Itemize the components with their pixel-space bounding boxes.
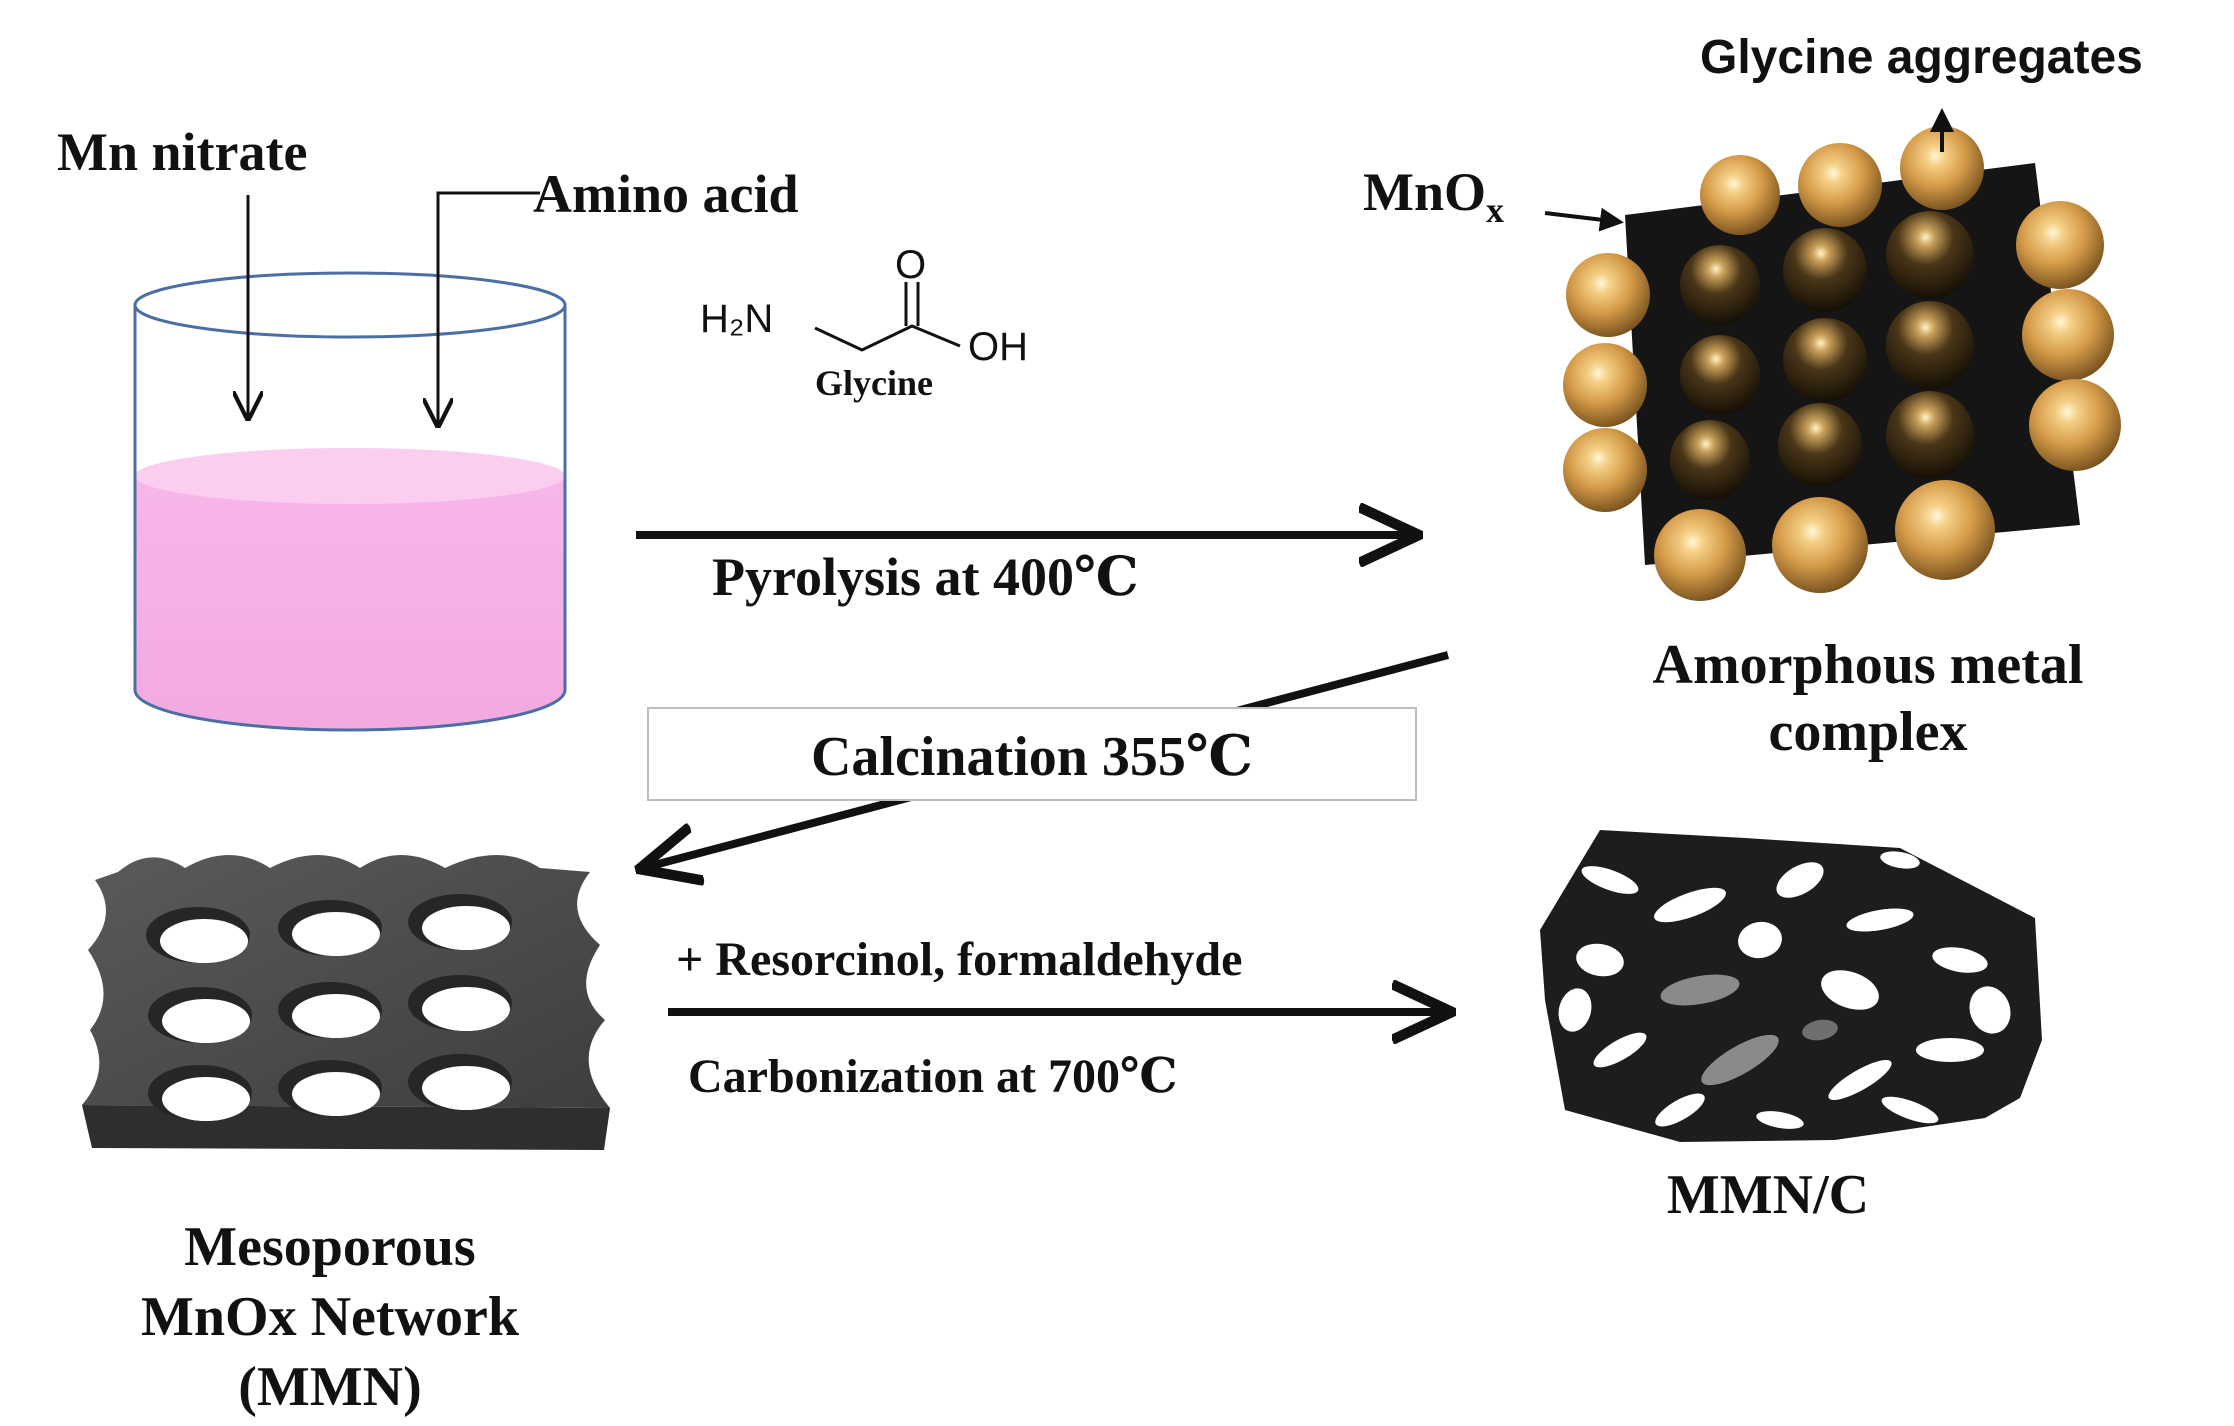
glycine-aggregate-sphere (1563, 428, 1647, 512)
beaker-wall (133, 305, 567, 732)
mnox-label: MnOx (1363, 162, 1504, 230)
mn-nitrate-label: Mn nitrate (57, 122, 307, 182)
glycine-aggregate-sphere (1886, 391, 1974, 479)
glycine-aggregate-sphere (1700, 155, 1780, 235)
mnox-network (82, 855, 610, 1150)
glycine-amine: H₂N (700, 297, 773, 341)
glycine-aggregate-sphere (1772, 497, 1868, 593)
beaker-rim (133, 271, 567, 339)
glycine-aggregate-sphere (1783, 228, 1867, 312)
glycine-bonds (814, 324, 961, 352)
carbon-texture-blob (1821, 970, 1879, 1010)
carbon-texture-blob (1828, 1060, 1892, 1100)
mmn-line3: (MMN) (238, 1356, 421, 1418)
glycine-aggregate-sphere (1670, 420, 1750, 500)
carbon-texture-blob (1576, 943, 1624, 977)
calcination-box (647, 707, 1417, 801)
glycine-aggregate-sphere (1886, 301, 1974, 389)
glycine-aggregate-sphere (1798, 143, 1882, 227)
pore (422, 1066, 510, 1110)
glycine-aggregate-sphere (1654, 509, 1746, 601)
glycine-aggregate-sphere (1783, 318, 1867, 402)
carbon-texture-blob (1802, 1019, 1838, 1041)
mmn-line1: Mesoporous (184, 1216, 475, 1278)
glycine-aggregate-sphere (1886, 211, 1974, 299)
carbonization-label: Carbonization at 700℃ (688, 1050, 1178, 1103)
pore (422, 987, 510, 1031)
amino-acid-label: Amino acid (533, 164, 799, 224)
pore (162, 1077, 250, 1121)
pore (292, 994, 380, 1038)
mmn-c-label: MMN/C (1667, 1164, 1869, 1226)
glycine-name: Glycine (815, 363, 933, 403)
pore (422, 906, 510, 950)
glycine-aggregate-sphere (2016, 201, 2104, 289)
glycine-aggregate-sphere (1563, 343, 1647, 427)
carbon-texture-blob (1932, 947, 1988, 973)
carbon-texture-blob (1654, 887, 1726, 923)
mnox-arrow (1544, 207, 1624, 232)
mmn-line2: MnOx Network (141, 1286, 520, 1348)
glycine-aggregate-sphere (1778, 403, 1862, 487)
mnox-subscript: x (1486, 190, 1504, 230)
amino-acid-arrow (438, 191, 540, 425)
carbon-texture-blob (1756, 1111, 1804, 1129)
pyrolysis-label: Pyrolysis at 400℃ (712, 547, 1139, 607)
glycine-aggregate-sphere (1680, 245, 1760, 325)
pore (292, 912, 380, 956)
carbon-texture-blob (1969, 986, 2011, 1034)
carbon-texture-blob (1581, 866, 1639, 894)
glycine-aggregate-sphere (1680, 335, 1760, 415)
glycine-aggregate-sphere (1900, 126, 1984, 210)
complex-title-line2: complex (1768, 701, 1967, 763)
glycine-aggregate-sphere (1895, 480, 1995, 580)
network-pores (146, 894, 512, 1121)
carbon-texture-blob (1846, 908, 1914, 932)
carbon-texture-blob (1655, 1093, 1705, 1127)
calcination-label: Calcination 355℃ (811, 726, 1253, 788)
beaker (133, 271, 567, 732)
glycine-structure: H₂N O OH Glycine (700, 243, 1028, 403)
hydroxyl-group: OH (968, 325, 1028, 369)
carbon-texture-blob (1881, 1096, 1939, 1124)
glycine-aggregate-sphere (1566, 253, 1650, 337)
metal-complex (1563, 126, 2121, 601)
carbonyl-oxygen: O (895, 243, 926, 287)
complex-title-line1: Amorphous metal (1653, 634, 2084, 696)
pore (160, 919, 248, 963)
carbon-texture-blob (1738, 921, 1782, 959)
carbon-texture-blob (1776, 862, 1824, 898)
glycine-aggregates-label: Glycine aggregates (1700, 31, 2143, 84)
carbon-texture-blob (1660, 974, 1740, 1006)
beaker-solution (135, 452, 565, 730)
solution-surface (135, 448, 565, 504)
reagent-addition-label: + Resorcinol, formaldehyde (676, 933, 1242, 986)
carbon-texture-blob (1593, 1032, 1647, 1068)
carbon-texture-blob (1880, 851, 1920, 869)
carbon-texture (1558, 851, 2011, 1129)
pore (162, 999, 250, 1043)
glycine-aggregates (1563, 126, 2121, 601)
carbon-texture-blob (1558, 988, 1592, 1032)
mmn-c-composite (1540, 830, 2042, 1142)
carbon-texture-blob (1701, 1034, 1779, 1086)
glycine-aggregate-sphere (2029, 379, 2121, 471)
glycine-aggregate-sphere (2022, 289, 2114, 381)
carbon-texture-blob (1916, 1038, 1984, 1062)
pore (292, 1072, 380, 1116)
